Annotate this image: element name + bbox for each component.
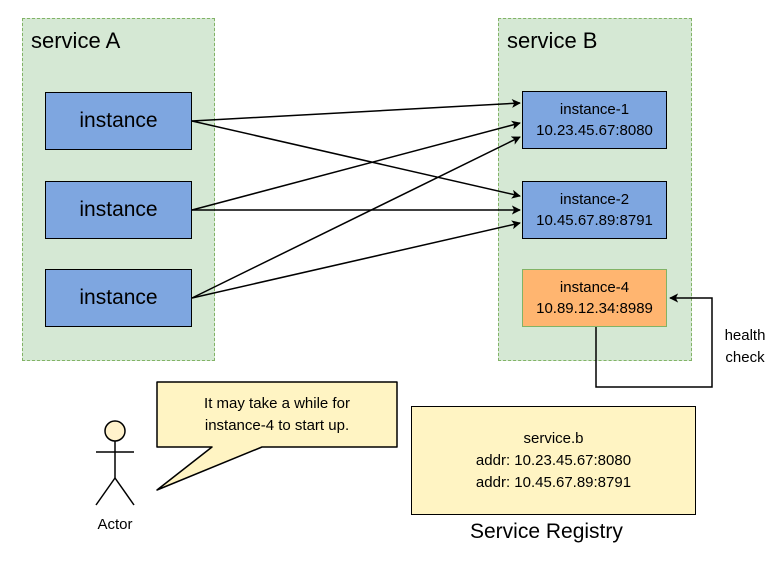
registry-service-name: service.b (523, 429, 584, 447)
arrow-a3-to-b2 (191, 220, 521, 299)
registry-addr-1: addr: 10.23.45.67:8080 (475, 451, 632, 469)
callout-line1: It may take a while for (204, 394, 350, 412)
actor-figure (95, 420, 135, 506)
instance-4-name: instance-4 (559, 279, 630, 296)
health-check-line2: check (725, 349, 765, 366)
service-a-title: service A (31, 28, 121, 53)
service-registry-label: Service Registry (470, 520, 623, 543)
service-a-instance-2-label: instance (79, 198, 158, 221)
instance-2-name: instance-2 (559, 191, 630, 208)
service-a-instance-1-label: instance (79, 109, 158, 132)
health-check-arrow (595, 293, 713, 388)
instance-1-addr: 10.23.45.67:8080 (536, 122, 653, 139)
instance-4-addr: 10.89.12.34:8989 (536, 300, 653, 317)
service-b-instance-4: instance-4 10.89.12.34:8989 (522, 269, 667, 327)
arrow-a3-to-b1 (191, 136, 521, 299)
service-a-instance-2: instance (45, 181, 192, 239)
callout-text: It may take a while for instance-4 to st… (157, 382, 397, 447)
health-check-line1: health (724, 327, 766, 344)
health-check-label: health check (716, 325, 774, 369)
instance-1-name: instance-1 (559, 101, 630, 118)
callout-line2: instance-4 to start up. (204, 416, 350, 434)
instance-2-addr: 10.45.67.89:8791 (536, 212, 653, 229)
service-a-instance-1: instance (45, 92, 192, 150)
registry-addr-2: addr: 10.45.67.89:8791 (475, 473, 632, 491)
service-registry-box: service.b addr: 10.23.45.67:8080 addr: 1… (411, 406, 696, 515)
actor-label: Actor (97, 516, 133, 533)
service-b-title: service B (507, 28, 598, 53)
actor-head (104, 420, 126, 442)
arrow-a1-to-b2 (191, 120, 521, 199)
service-a-instance-3: instance (45, 269, 192, 327)
service-a-instance-3-label: instance (79, 286, 158, 309)
arrow-a2-to-b1 (191, 120, 521, 211)
callout-bubble (156, 381, 398, 491)
service-b-instance-1: instance-1 10.23.45.67:8080 (522, 91, 667, 149)
arrow-a1-to-b1 (191, 98, 521, 122)
service-b-instance-2: instance-2 10.45.67.89:8791 (522, 181, 667, 239)
